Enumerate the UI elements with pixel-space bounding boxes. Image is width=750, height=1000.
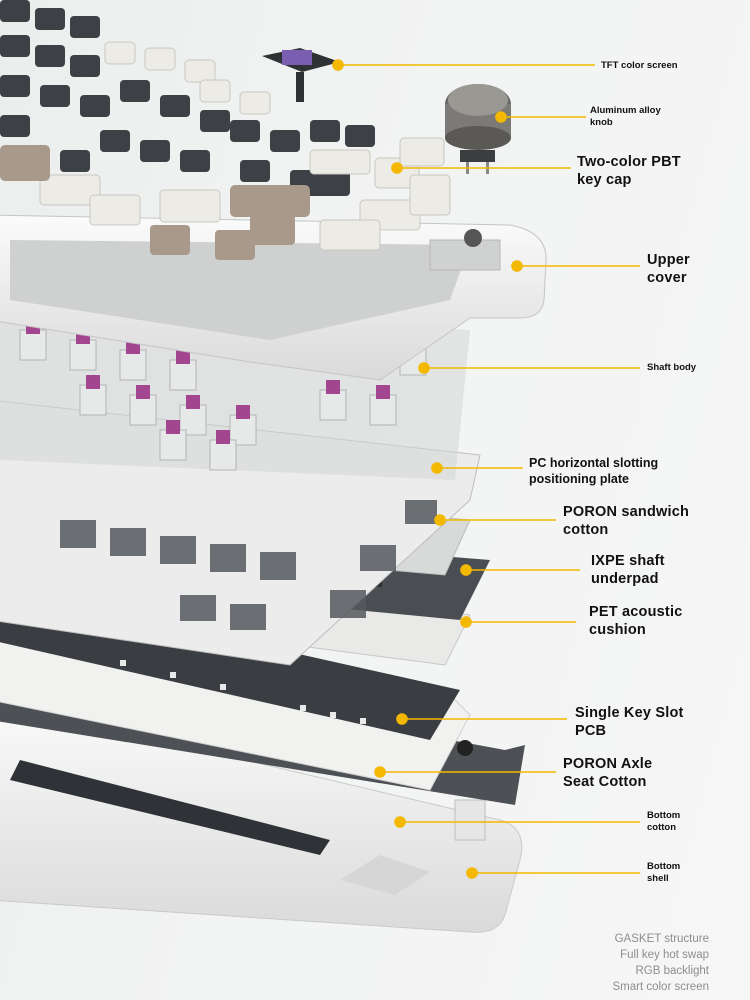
bottom-shell-layer <box>0 701 523 933</box>
knob-part <box>445 84 511 174</box>
feature-rgb: RGB backlight <box>635 965 709 977</box>
label-pet-cushion: PET acoustic cushion <box>589 604 683 638</box>
label-bottom-shell: Bottom shell <box>647 861 681 884</box>
label-ixpe-underpad: IXPE shaft underpad <box>591 553 665 587</box>
upper-cover-layer <box>0 214 547 381</box>
label-poron-axle: PORON Axle Seat Cotton <box>563 756 653 790</box>
label-pcb: Single Key Slot PCB <box>575 705 684 739</box>
feature-hot-swap: Full key hot swap <box>620 949 709 961</box>
feature-screen: Smart color screen <box>612 981 709 993</box>
tft-screen-part <box>262 48 340 102</box>
label-poron-sandwich: PORON sandwich cotton <box>563 504 690 538</box>
label-bottom-cotton: Bottom cotton <box>647 810 681 833</box>
label-upper-cover: Upper cover <box>647 252 690 286</box>
feature-list: GASKET structure Full key hot swap RGB b… <box>612 931 709 995</box>
keycap-rows <box>0 0 451 260</box>
label-shaft-body: Shaft body <box>647 362 697 373</box>
label-keycap: Two-color PBT key cap <box>577 154 681 188</box>
label-pc-plate: PC horizontal slotting positioning plate <box>529 456 659 486</box>
label-knob: Aluminum alloy knob <box>590 105 661 128</box>
label-tft-screen: TFT color screen <box>601 60 678 71</box>
feature-gasket: GASKET structure <box>614 933 709 945</box>
